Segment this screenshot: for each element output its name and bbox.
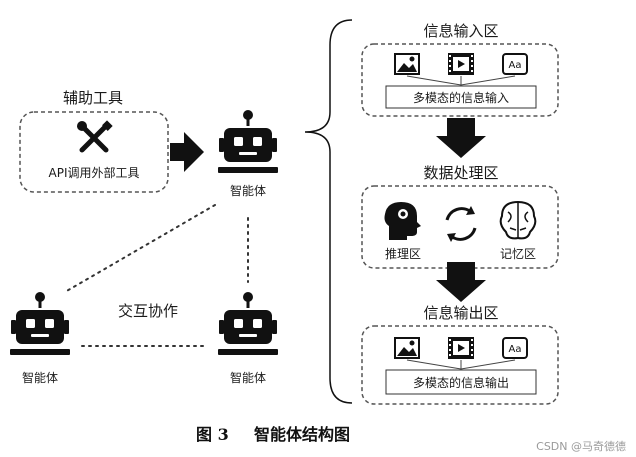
right-robot-icon [216,290,280,357]
brain-icon [499,200,537,240]
reasoning-label: 推理区 [385,247,421,261]
processing-zone-title: 数据处理区 [423,164,498,182]
input-zone-title: 信息输入区 [423,22,498,40]
input-to-processing-arrow [436,118,486,158]
image-icon [394,337,420,359]
watermark: CSDN @马奇德德 [536,439,626,453]
collab-label: 交互协作 [118,302,178,320]
output-zone-title: 信息输出区 [423,304,498,322]
tools-box [19,111,169,193]
text-icon [502,53,528,75]
figure-number: 图 3 [196,425,229,444]
text-icon [502,337,528,359]
main-agent-label: 智能体 [230,183,266,198]
input-zone-box [361,43,559,117]
output-bar-label: 多模态的信息输出 [413,375,509,390]
main-to-left-link [64,204,216,293]
wrench-screwdriver-icon [77,120,113,153]
main-robot-icon [216,108,280,175]
left-agent-label: 智能体 [22,370,58,385]
tools-box-label: API调用外部工具 [49,165,140,180]
tools-title: 辅助工具 [63,89,123,107]
left-robot-icon [8,290,72,357]
processing-to-output-arrow [436,262,486,302]
structure-brace [304,19,353,404]
figure-title: 智能体结构图 [254,425,350,444]
video-icon [448,53,474,75]
input-bar-label: 多模态的信息输入 [413,90,509,105]
tools-to-agent-arrow [170,132,204,172]
image-icon [394,53,420,75]
cycle-arrows-icon [445,206,477,242]
output-bar [385,369,537,395]
output-zone-box [361,325,559,405]
memory-label: 记忆区 [500,247,536,261]
video-icon [448,337,474,359]
right-agent-label: 智能体 [230,370,266,385]
input-bar [385,85,537,109]
reasoning-head-icon [384,202,421,240]
